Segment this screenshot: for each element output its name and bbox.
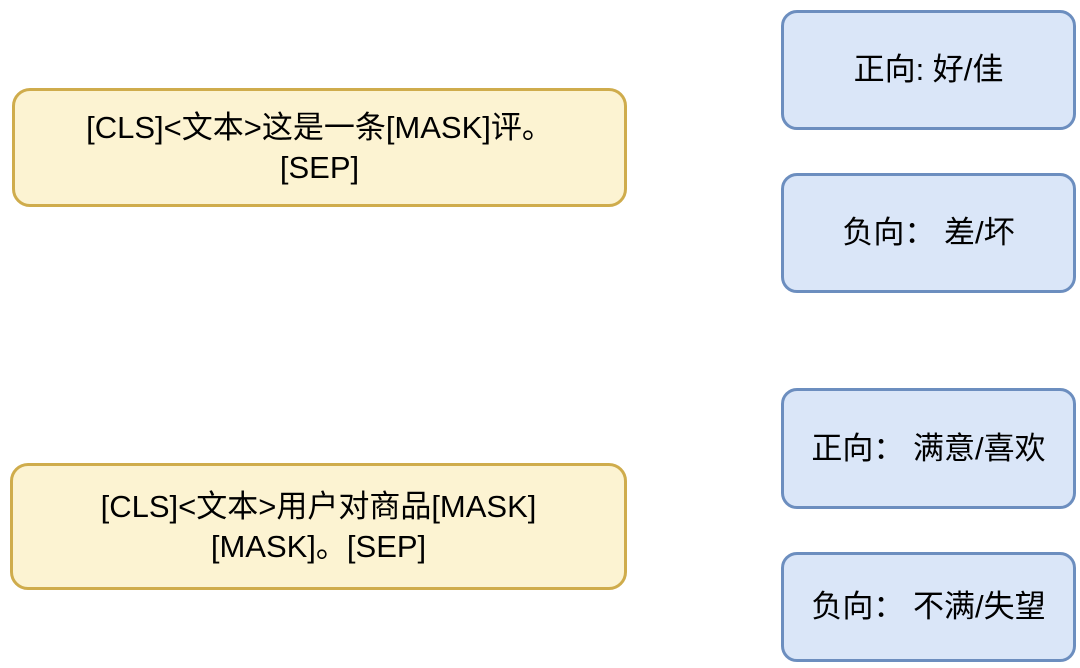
label-4-text: 负向： 不满/失望 — [811, 589, 1046, 624]
prompt-template-box-2: [CLS]<文本>用户对商品[MASK] [MASK]。[SEP] — [10, 463, 627, 590]
prompt-2-line-2: [MASK]。[SEP] — [210, 528, 427, 564]
prompt-1-line-2: [SEP] — [279, 149, 360, 185]
label-words-box-positive-2: 正向： 满意/喜欢 — [781, 388, 1076, 509]
label-1-text: 正向: 好/佳 — [853, 52, 1004, 87]
label-words-box-positive-1: 正向: 好/佳 — [781, 10, 1076, 130]
prompt-1-line-1: [CLS]<文本>这是一条[MASK]评。 — [86, 109, 553, 145]
label-words-box-negative-1: 负向： 差/坏 — [781, 173, 1076, 293]
label-2-text: 负向： 差/坏 — [842, 215, 1015, 250]
prompt-2-line-1: [CLS]<文本>用户对商品[MASK] — [100, 488, 537, 524]
label-words-box-negative-2: 负向： 不满/失望 — [781, 552, 1076, 662]
prompt-template-box-1: [CLS]<文本>这是一条[MASK]评。 [SEP] — [12, 88, 627, 207]
label-3-text: 正向： 满意/喜欢 — [811, 430, 1046, 466]
